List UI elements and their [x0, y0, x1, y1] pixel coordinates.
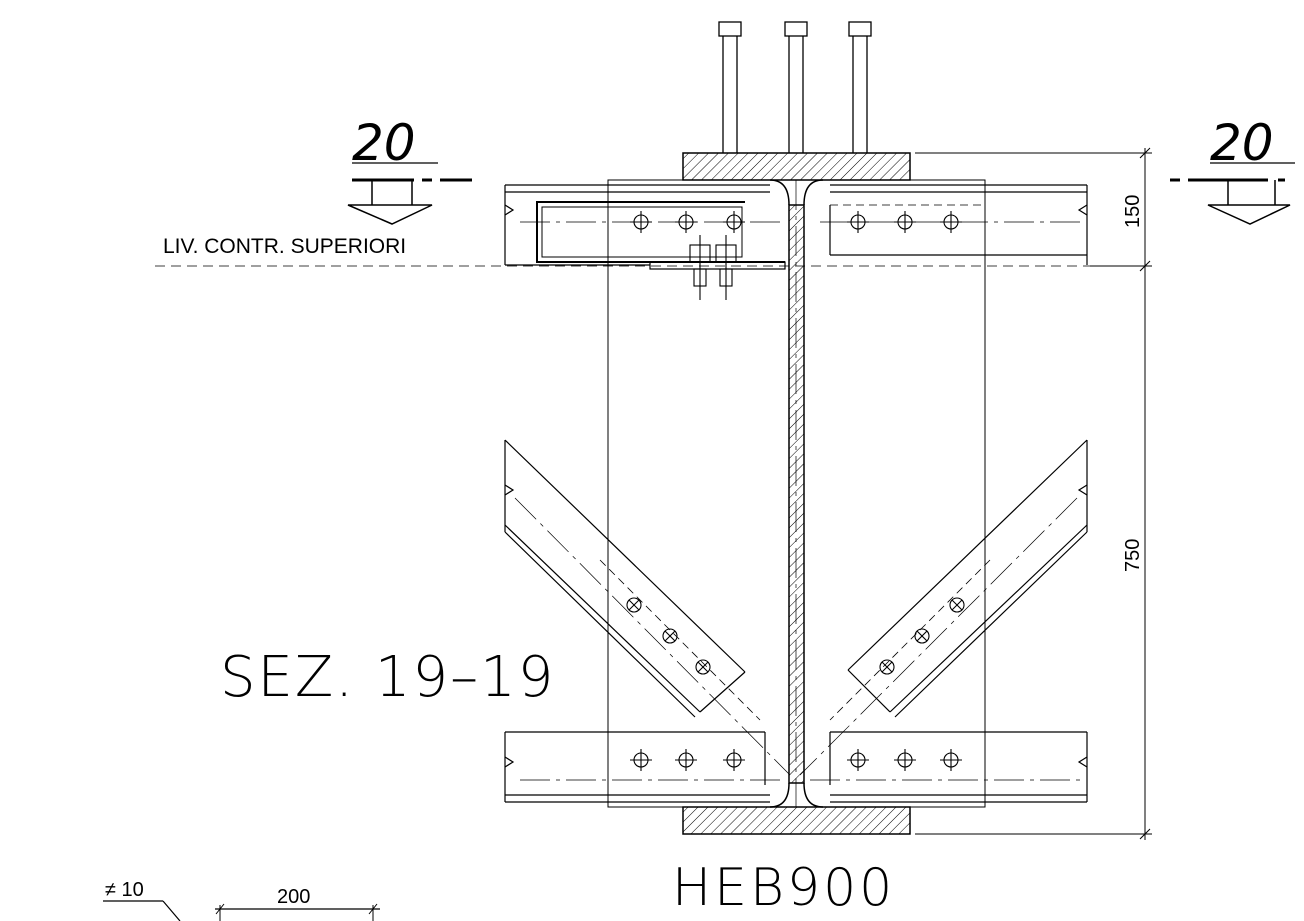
dimension-lines: [915, 147, 1152, 840]
section-cut-label-right: 20: [1210, 114, 1274, 172]
anchor-bolts: [718, 21, 872, 153]
left-diagonal-bolts: [626, 597, 711, 675]
plate-detail: ≠ 10 200: [103, 879, 380, 921]
plate-width-label: 200: [277, 886, 310, 908]
level-label: LIV. CONTR. SUPERIORI: [163, 235, 406, 258]
channel-bolts: [689, 235, 737, 300]
section-cut-label-left: 20: [352, 114, 416, 172]
dim-750-label: 750: [1122, 539, 1144, 572]
section-cut-right: 20: [1170, 114, 1295, 225]
upper-bolt-holes: [630, 211, 962, 233]
right-diagonal-brace: [799, 439, 1088, 776]
upper-left-brace: [504, 184, 780, 266]
top-flange: [682, 152, 911, 181]
section-title: SEZ. 19–19: [220, 645, 555, 710]
heb900-beam: [682, 152, 911, 835]
bottom-flange: [682, 806, 911, 835]
plate-thickness-label: ≠ 10: [105, 879, 144, 901]
lower-left-brace: [504, 731, 780, 803]
lower-right-brace: [810, 731, 1088, 803]
upper-right-brace: [820, 184, 1088, 265]
beam-label: HEB900: [672, 858, 895, 918]
right-diagonal-bolts: [879, 597, 965, 675]
section-cut-left: 20: [347, 114, 472, 225]
left-diagonal-brace: [504, 439, 791, 776]
dim-150-label: 150: [1122, 195, 1144, 228]
channel-bracket: [536, 201, 786, 270]
gusset-plate-outline: [607, 179, 986, 808]
beam-web: [788, 204, 805, 784]
lower-bolt-holes: [630, 749, 962, 771]
